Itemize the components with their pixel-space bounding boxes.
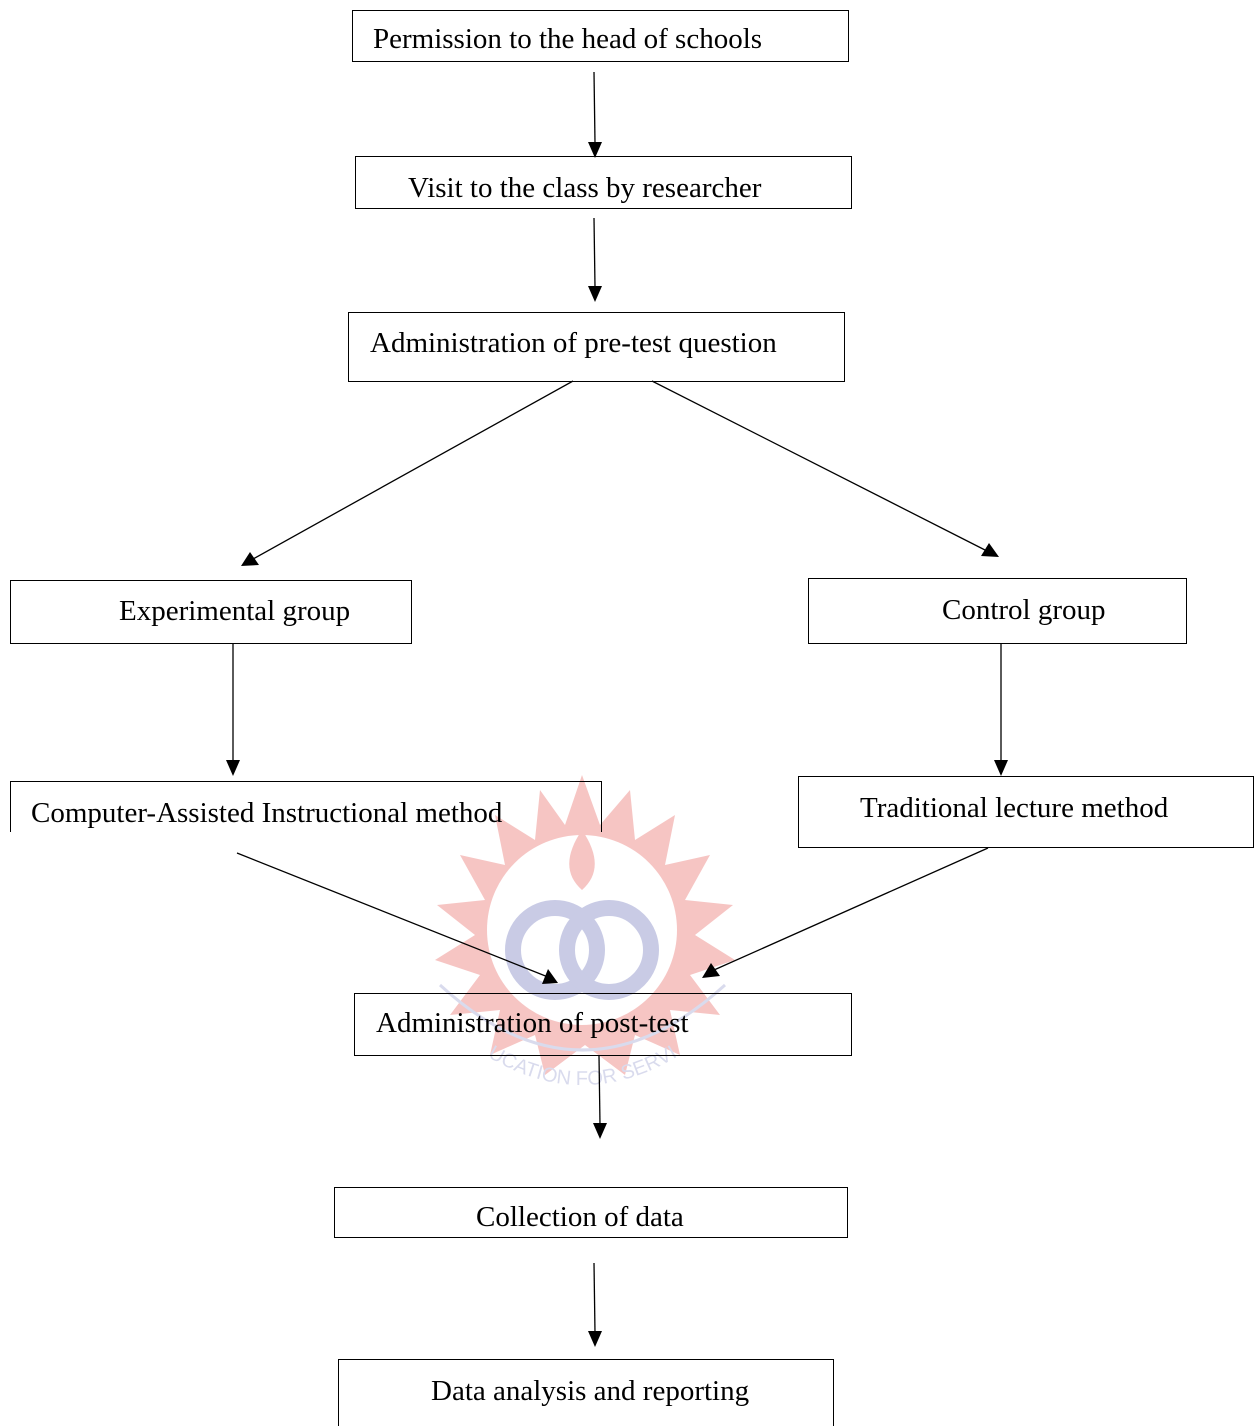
seal-sunburst [435, 775, 735, 1075]
step-cai-method: Computer-Assisted Instructional method [10, 781, 602, 832]
step-traditional-method: Traditional lecture method [798, 776, 1254, 848]
arrow-pretest-to-control [651, 380, 986, 551]
step-posttest: Administration of post-test [354, 993, 852, 1056]
step-visit-label: Visit to the class by researcher [408, 172, 762, 204]
emblem-ring-left [505, 900, 605, 1000]
step-analysis-label: Data analysis and reporting [431, 1375, 750, 1407]
arrowhead-traditional [994, 760, 1008, 776]
arrow-posttest-to-collection [598, 1055, 601, 1126]
arrowhead-analysis [588, 1331, 602, 1347]
seal-center [487, 835, 677, 1025]
arrowhead-experimental [241, 552, 259, 566]
arrow-visit-to-pretest [593, 217, 596, 288]
step-control-group: Control group [808, 578, 1187, 644]
arrow-cai-to-posttest [236, 852, 549, 978]
step-traditional-method-label: Traditional lecture method [860, 792, 1169, 824]
arrow-pretest-to-experimental [252, 380, 574, 560]
arrowhead-posttest-left [542, 969, 558, 984]
step-experimental-group: Experimental group [10, 580, 412, 644]
step-visit: Visit to the class by researcher [355, 156, 852, 209]
emblem-ring-right [559, 900, 659, 1000]
step-permission-label: Permission to the head of schools [373, 23, 763, 55]
arrowhead-pretest [588, 286, 602, 302]
seal-ribbon [438, 983, 727, 1052]
step-control-group-label: Control group [942, 594, 1106, 626]
arrowhead-visit [588, 142, 602, 158]
arrow-permission-to-visit [593, 71, 596, 144]
step-posttest-label: Administration of post-test [376, 1007, 689, 1039]
step-analysis: Data analysis and reporting [338, 1359, 834, 1426]
step-collection: Collection of data [334, 1187, 848, 1238]
step-pretest: Administration of pre-test question [348, 312, 845, 382]
arrow-traditional-to-posttest [713, 847, 989, 971]
arrowhead-control [981, 543, 999, 557]
step-permission: Permission to the head of schools [352, 10, 849, 62]
university-seal-watermark: EDUCATION FOR SERVICE [415, 770, 735, 1090]
step-experimental-group-label: Experimental group [119, 595, 351, 627]
arrowhead-cai [226, 760, 240, 776]
arrowhead-collection [593, 1123, 607, 1139]
arrowhead-posttest-right [702, 963, 720, 978]
flame-icon [569, 830, 595, 890]
step-cai-method-label: Computer-Assisted Instructional method [31, 797, 503, 829]
step-pretest-label: Administration of pre-test question [370, 327, 777, 359]
arrow-collection-to-analysis [593, 1262, 596, 1334]
step-collection-label: Collection of data [476, 1201, 684, 1233]
